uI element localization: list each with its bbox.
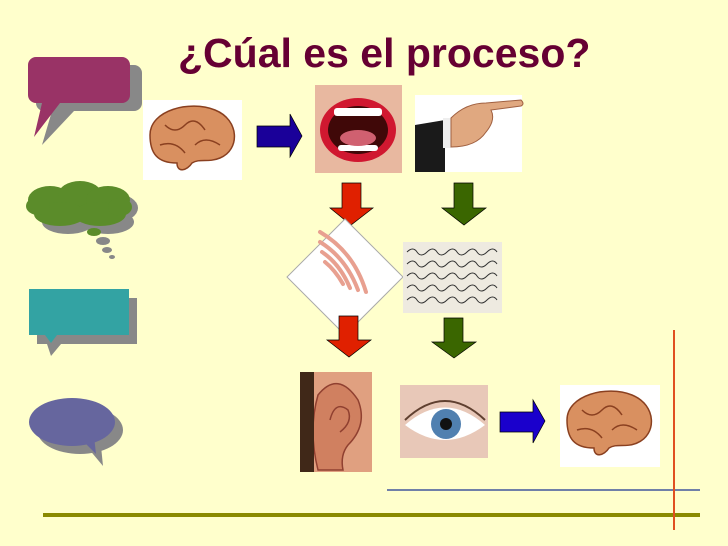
brain-icon — [143, 100, 242, 180]
brain-icon — [560, 385, 660, 467]
eye-icon — [400, 385, 488, 458]
arrow-right-icon — [256, 113, 303, 159]
arrow-down-icon — [430, 317, 478, 359]
pointing-hand-icon — [415, 95, 524, 172]
sound-waves-icon — [286, 218, 404, 336]
thought-cloud-icon — [26, 181, 138, 259]
arrow-down-icon — [440, 182, 488, 226]
rect-callout-icon — [29, 289, 137, 356]
rect-speech-bubble-icon — [28, 57, 142, 145]
slide-title: ¿Cúal es el proceso? — [178, 30, 591, 76]
arrow-right-icon — [499, 398, 546, 444]
oval-speech-bubble-icon — [29, 398, 123, 466]
arrow-down-icon — [329, 182, 375, 226]
handwriting-icon — [403, 242, 502, 313]
mouth-icon — [315, 85, 402, 173]
ear-icon — [300, 372, 372, 472]
arrow-down-icon — [325, 315, 373, 358]
